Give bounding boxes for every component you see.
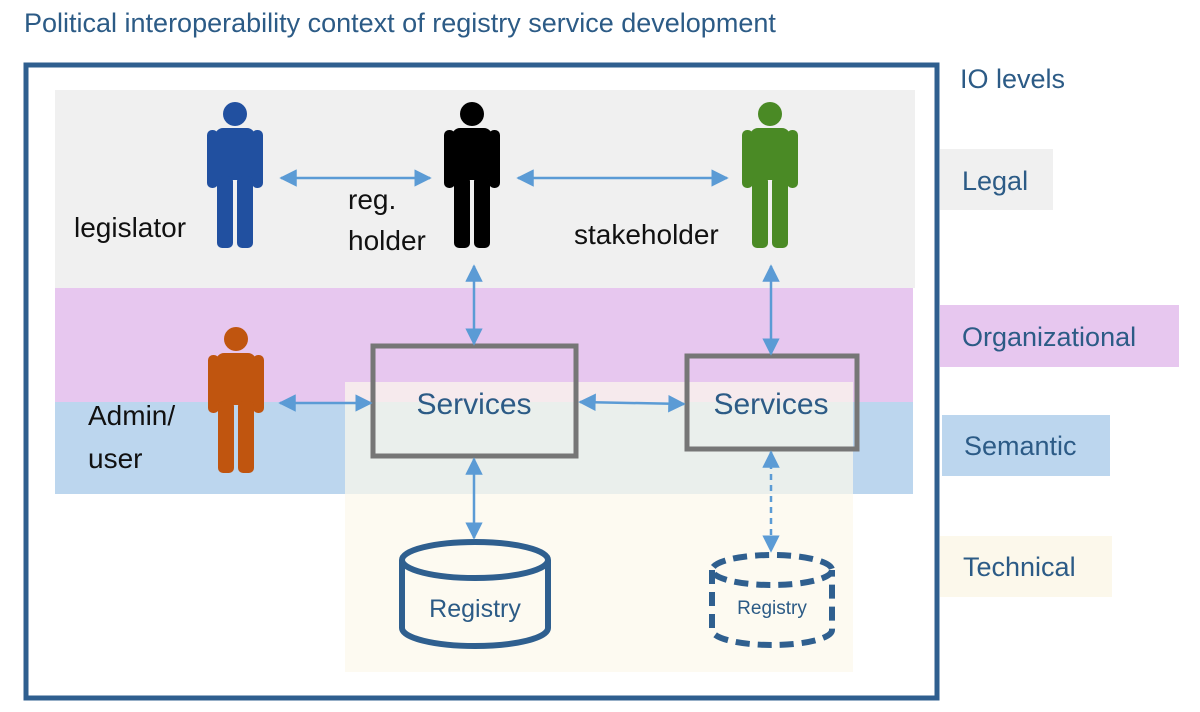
legal-level-box (940, 149, 1053, 210)
organizational-level-box (940, 305, 1179, 367)
registry-right-label: Registry (737, 598, 807, 619)
services-left-label: Services (416, 388, 531, 421)
stakeholder-label: stakeholder (574, 219, 719, 250)
services-right-label: Services (713, 388, 828, 421)
technical-level-box (940, 536, 1112, 597)
organizational-level-label: Organizational (962, 322, 1136, 352)
legal-level-label: Legal (962, 166, 1028, 196)
admin-user-label-line2: user (88, 443, 142, 474)
technical-level-label: Technical (963, 552, 1076, 582)
reg-holder-label-line2: holder (348, 225, 426, 256)
semantic-level-box (942, 415, 1110, 476)
legislator-label: legislator (74, 212, 186, 243)
arrow-services-services (578, 393, 686, 413)
semantic-level-label: Semantic (964, 431, 1077, 461)
services-box-left (370, 343, 579, 459)
registry-cylinder-left (399, 539, 551, 649)
reg-holder-label-line1: reg. (348, 184, 396, 215)
io-levels-heading: IO levels (960, 64, 1065, 94)
diagram-title: Political interoperability context of re… (24, 8, 776, 38)
registry-cylinder-right (709, 552, 835, 648)
services-box-right (684, 353, 860, 452)
technical-band (345, 382, 853, 672)
registry-left-label: Registry (429, 595, 521, 623)
admin-user-label-line1: Admin/ (88, 400, 175, 431)
outer-frame (23, 62, 940, 701)
